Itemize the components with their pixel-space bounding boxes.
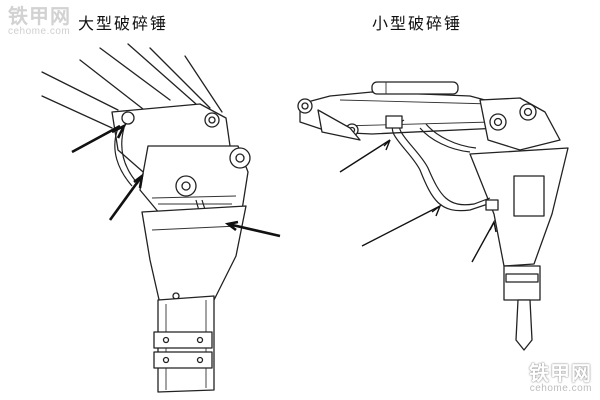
watermark-en: cehome.com [8, 26, 71, 37]
title-large-breaker: 大型破碎锤 [78, 14, 169, 33]
small-breaker-drawing [297, 81, 569, 351]
large-breaker-drawing [41, 43, 281, 393]
watermark-cn: 铁甲网 [8, 4, 71, 28]
watermark-logo-top-left: 铁甲网 cehome.com [8, 6, 71, 37]
title-small-breaker: 小型破碎锤 [372, 14, 463, 33]
watermark-en: cehome.com [529, 383, 592, 394]
watermark-cn: 铁甲网 [529, 361, 592, 385]
watermark-logo-bottom-right: 铁甲网 cehome.com [529, 363, 592, 394]
